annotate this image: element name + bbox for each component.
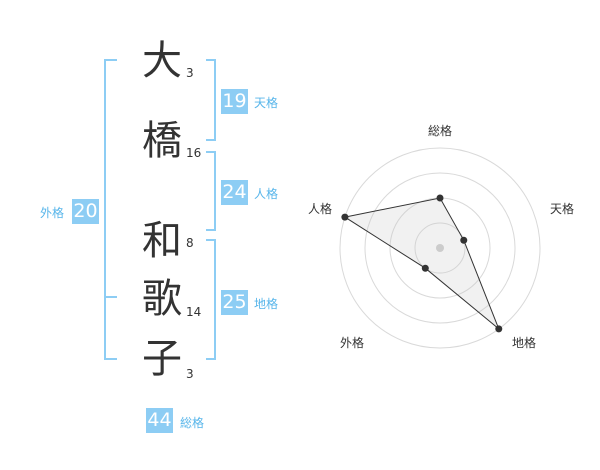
jinkaku-value-box: 24 bbox=[221, 180, 248, 205]
stroke-count-1: 3 bbox=[186, 66, 194, 80]
soukaku-label: 総格 bbox=[180, 416, 205, 430]
radar-center-dot bbox=[436, 244, 444, 252]
radar-point-0 bbox=[436, 194, 444, 202]
name-char-4: 歌 bbox=[142, 276, 182, 322]
radar-axis-label-tenkaku: 天格 bbox=[550, 202, 575, 216]
soukaku-value-box: 44 bbox=[146, 408, 173, 433]
radar-point-1 bbox=[460, 236, 468, 244]
name-char-3: 和 bbox=[142, 218, 182, 264]
gaikaku-label: 外格 bbox=[40, 206, 65, 220]
stroke-count-3: 8 bbox=[186, 236, 194, 250]
gaikaku-bracket bbox=[104, 59, 117, 360]
gaikaku-value-box: 20 bbox=[72, 199, 99, 224]
radar-ring-1 bbox=[414, 222, 466, 274]
jinkaku-bracket bbox=[206, 151, 216, 231]
tenkaku-value-box: 19 bbox=[221, 89, 248, 114]
radar-axis-label-jinkaku: 人格 bbox=[308, 202, 333, 216]
stroke-count-4: 14 bbox=[186, 305, 202, 319]
chikaku-bracket bbox=[206, 239, 216, 360]
radar-axis-label-soukaku: 総格 bbox=[428, 124, 453, 138]
name-char-5: 子 bbox=[142, 336, 182, 382]
chikaku-value-box: 25 bbox=[221, 290, 248, 315]
radar-points bbox=[341, 194, 503, 333]
radar-point-3 bbox=[421, 264, 429, 272]
stroke-count-2: 16 bbox=[186, 146, 202, 160]
radar-point-2 bbox=[495, 325, 503, 333]
tenkaku-bracket bbox=[206, 59, 216, 141]
tenkaku-label: 天格 bbox=[254, 96, 279, 110]
name-char-2: 橋 bbox=[142, 118, 182, 164]
radar-axis-label-gaikaku: 外格 bbox=[340, 336, 365, 350]
radar-axis-label-chikaku: 地格 bbox=[512, 336, 537, 350]
radar-point-4 bbox=[341, 213, 349, 221]
radar-data-polygon bbox=[343, 197, 500, 330]
stroke-count-5: 3 bbox=[186, 367, 194, 381]
jinkaku-label: 人格 bbox=[254, 187, 279, 201]
name-char-1: 大 bbox=[142, 38, 182, 84]
radar-ring-3 bbox=[364, 172, 516, 324]
radar-ring-4 bbox=[339, 147, 541, 349]
chikaku-label: 地格 bbox=[254, 297, 279, 311]
